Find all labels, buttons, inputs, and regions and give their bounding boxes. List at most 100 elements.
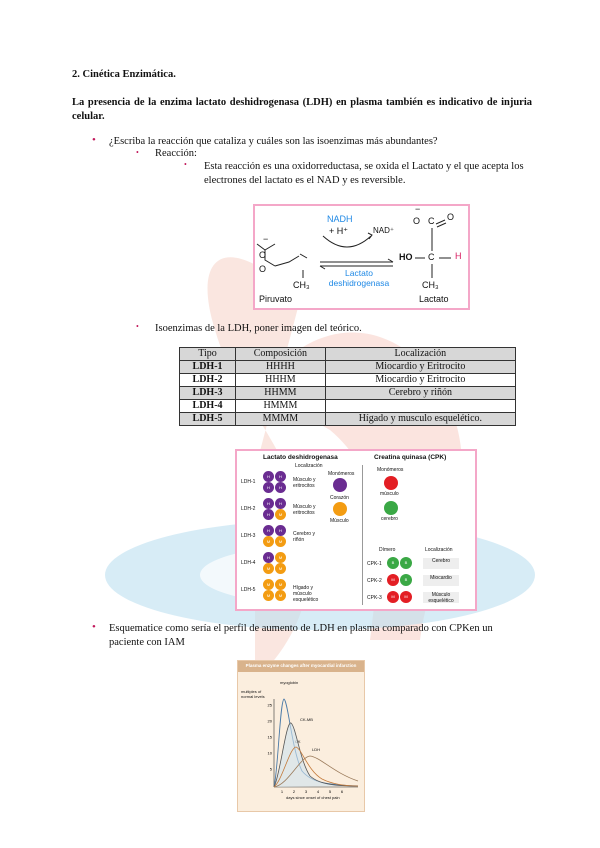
y-tick-label: 5	[270, 767, 273, 772]
piruvato-label: Piruvato	[259, 294, 293, 304]
subunit-icon: M	[263, 590, 274, 601]
bullet-icon: •	[136, 148, 139, 157]
y-tick-label: 10	[268, 751, 273, 756]
question-2: Isoenzimas de la LDH, poner imagen del t…	[155, 323, 362, 334]
cpk-subunit-icon: B	[387, 557, 399, 569]
cpk-row-location: Cerebro	[423, 558, 459, 569]
subunit-icon: M	[275, 536, 286, 547]
subunit-icon: H	[275, 471, 286, 482]
subunit-icon: H	[263, 482, 274, 493]
cpk-row-location: Músculo esquelético	[423, 592, 459, 604]
localizacion-label: Localización	[295, 463, 323, 469]
table-cell: LDH-2	[178, 373, 237, 387]
bullet-icon: •	[92, 621, 96, 633]
table-header: Localización	[324, 347, 517, 361]
ldh-series	[273, 755, 359, 788]
cpk-monomeros-label: Monómeros	[377, 467, 404, 473]
cpk-subunit-icon: B	[400, 557, 412, 569]
table-cell: LDH-5	[178, 412, 237, 426]
table-row: LDH-5 MMMM Hígado y musculo esquelético.	[178, 412, 517, 426]
h-monomer-icon	[333, 478, 347, 492]
table-cell: Miocardio y Eritrocito	[324, 360, 517, 374]
ldh-row-label: LDH-2	[241, 506, 256, 512]
ldh-row-location: Músculo y eritrocitos	[293, 504, 316, 516]
subunit-icon: H	[263, 552, 274, 563]
cpk-row-location: Miocardio	[423, 575, 459, 586]
cpk-m-icon	[384, 476, 398, 490]
subunit-icon: M	[275, 590, 286, 601]
lactato-label: Lactato	[419, 294, 449, 304]
table-cell	[324, 399, 517, 413]
x-tick-label: 3	[305, 789, 308, 794]
question-3: Esquematice como sería el perfil de aume…	[109, 623, 493, 648]
table-cell: HHMM	[235, 386, 326, 400]
isoenzymes-table: Tipo Composición Localización LDH-1 HHHH…	[178, 347, 517, 426]
cpk-cerebro-label: cerebro	[381, 516, 398, 522]
reaction-figure: NADH + H⁺ NAD⁺ Lactato deshidrogenasa O …	[253, 204, 470, 310]
subunit-icon: M	[275, 509, 286, 520]
table-cell: MMMM	[235, 412, 326, 426]
cpk-localizacion-label: Localización	[425, 547, 453, 553]
subunit-icon: H	[275, 482, 286, 493]
ldh-row-label: LDH-3	[241, 533, 256, 539]
ho-label: HO	[399, 252, 413, 262]
x-tick-label: 1	[281, 789, 284, 794]
table-header: Tipo	[178, 347, 237, 361]
subunit-icon: M	[263, 536, 274, 547]
myoglobin-label: myoglobin	[280, 680, 299, 685]
subunit-icon: M	[263, 563, 274, 574]
charge-label: −	[263, 234, 269, 244]
subunit-icon: M	[275, 552, 286, 563]
table-row: LDH-3 HHMM Cerebro y riñón	[178, 386, 517, 400]
subunit-icon: M	[275, 563, 286, 574]
cpk-row-label: CPK-2	[367, 578, 382, 584]
h-plus-label: + H⁺	[329, 226, 349, 236]
ldh-row-location: Hígado y músculo esquelético	[293, 585, 319, 603]
dimero-label: Dímero	[379, 547, 396, 553]
nadh-label: NADH	[327, 214, 353, 224]
oxygen-label: O	[447, 212, 455, 222]
ch3-right: CH₃	[422, 280, 439, 290]
carbon-label: C	[428, 252, 435, 262]
table-cell: Cerebro y riñón	[324, 386, 517, 400]
ldh-label: LDH	[312, 747, 321, 752]
table-cell: HHHH	[235, 360, 326, 374]
table-cell: Hígado y musculo esquelético.	[324, 412, 517, 426]
table-header-row: Tipo Composición Localización	[178, 347, 517, 361]
ckmb-label: CK-MB	[300, 717, 313, 722]
reaccion-label: Reacción:	[155, 148, 197, 159]
y-tick-label: 15	[268, 735, 273, 740]
cpk-musculo-label: músculo	[380, 491, 399, 497]
subunit-icon: H	[263, 509, 274, 520]
y-tick-label: 20	[268, 719, 273, 724]
oxygen-label: O	[259, 264, 267, 274]
enzyme-label: Lactato deshidrogenasa	[328, 268, 390, 288]
cpk-subunit-icon: M	[387, 574, 399, 586]
table-cell: HMMM	[235, 399, 326, 413]
plasma-enzyme-figure: Plasma enzyme changes after myocardial i…	[237, 660, 365, 812]
section-title: 2. Cinética Enzimática.	[72, 69, 176, 80]
cpk-row-label: CPK-3	[367, 595, 382, 601]
h-label: H	[455, 251, 462, 261]
subunit-icon: H	[263, 525, 274, 536]
cpk-subunit-icon: B	[400, 574, 412, 586]
table-header: Composición	[235, 347, 326, 361]
cpk-row-label: CPK-1	[367, 561, 382, 567]
cpk-b-icon	[384, 501, 398, 515]
nad-plus-label: NAD⁺	[373, 226, 395, 235]
monomeros-label: Monómeros	[328, 471, 355, 477]
subunit-icon: H	[263, 498, 274, 509]
reaccion-text: Esta reacción es una oxidorreductasa, se…	[204, 161, 524, 186]
subunit-icon: M	[275, 579, 286, 590]
plasma-figure-title: Plasma enzyme changes after myocardial i…	[245, 663, 357, 668]
x-tick-label: 2	[293, 789, 296, 794]
table-row: LDH-2 HHHM Miocardio y Eritrocito	[178, 373, 517, 387]
ldh-row-label: LDH-1	[241, 479, 256, 485]
corazon-label: Corazón	[330, 495, 349, 501]
bullet-icon: •	[184, 160, 187, 169]
x-tick-label: 6	[341, 789, 344, 794]
oxygen-label: O	[413, 216, 421, 226]
table-cell: LDH-1	[178, 360, 237, 374]
ldh-row-label: LDH-4	[241, 560, 256, 566]
